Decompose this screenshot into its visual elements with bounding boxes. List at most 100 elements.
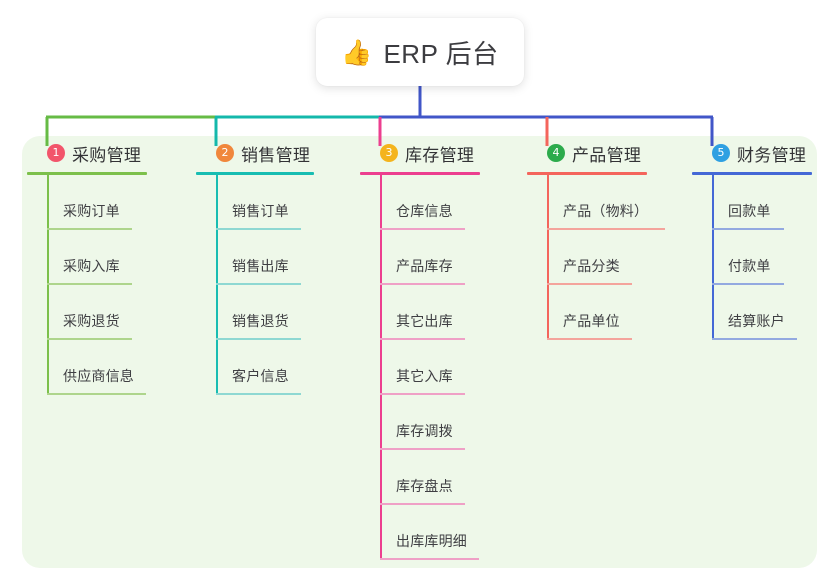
branch-item[interactable]: 采购订单 <box>47 175 147 230</box>
branch-item-rule <box>380 228 465 230</box>
branch-header-rule <box>196 172 314 175</box>
branch-item-label: 库存盘点 <box>396 478 453 494</box>
branch-item[interactable]: 结算账户 <box>712 285 812 340</box>
branch-header-5[interactable]: 5 财务管理 <box>692 136 812 170</box>
branch-item[interactable]: 仓库信息 <box>380 175 480 230</box>
thumbs-up-icon: 👍 <box>341 38 373 67</box>
branch-item-label: 销售订单 <box>232 203 289 219</box>
branch-item[interactable]: 其它出库 <box>380 285 480 340</box>
branch-number-badge: 5 <box>712 144 730 162</box>
branch-title: 采购管理 <box>72 145 142 165</box>
branch-item[interactable]: 付款单 <box>712 230 812 285</box>
branch-title: 销售管理 <box>241 145 311 165</box>
branch-item-rule <box>380 558 479 560</box>
branch-title: 产品管理 <box>572 145 642 165</box>
branch-item[interactable]: 产品（物料） <box>547 175 665 230</box>
branch-number-badge: 4 <box>547 144 565 162</box>
branch-header-4[interactable]: 4 产品管理 <box>527 136 647 170</box>
branch-item-label: 销售退货 <box>232 313 289 329</box>
branch-number-badge: 2 <box>216 144 234 162</box>
branch-item-label: 产品库存 <box>396 258 453 274</box>
branch-item[interactable]: 销售订单 <box>216 175 314 230</box>
branch-item[interactable]: 采购退货 <box>47 285 147 340</box>
branch-item-label: 其它出库 <box>396 313 453 329</box>
branch-item[interactable]: 回款单 <box>712 175 812 230</box>
branch-item-label: 产品（物料） <box>563 203 649 219</box>
branch-item[interactable]: 供应商信息 <box>47 340 147 395</box>
branch-title: 财务管理 <box>737 145 807 165</box>
branch-item-label: 其它入库 <box>396 368 453 384</box>
branch-item-label: 客户信息 <box>232 368 289 384</box>
branch-item[interactable]: 客户信息 <box>216 340 314 395</box>
branch-column-5: 5 财务管理回款单付款单结算账户 <box>692 136 812 340</box>
branch-spine <box>547 175 549 340</box>
branch-item[interactable]: 其它入库 <box>380 340 480 395</box>
branch-header-3[interactable]: 3 库存管理 <box>360 136 480 170</box>
branch-spine <box>47 175 49 395</box>
branch-item[interactable]: 库存盘点 <box>380 450 480 505</box>
root-node-erp-backend[interactable]: 👍 ERP 后台 <box>316 18 524 86</box>
branch-spine <box>380 175 382 560</box>
branch-item[interactable]: 产品单位 <box>547 285 647 340</box>
branch-spine <box>712 175 714 340</box>
branch-item[interactable]: 库存调拨 <box>380 395 480 450</box>
branch-item-label: 产品单位 <box>563 313 620 329</box>
branch-item-label: 供应商信息 <box>63 368 134 384</box>
branch-item-rule <box>380 503 465 505</box>
branch-column-2: 2 销售管理销售订单销售出库销售退货客户信息 <box>196 136 314 395</box>
branch-number-badge: 1 <box>47 144 65 162</box>
branch-item-list: 采购订单采购入库采购退货供应商信息 <box>27 175 147 395</box>
branch-item-label: 产品分类 <box>563 258 620 274</box>
branch-item-label: 采购订单 <box>63 203 120 219</box>
branch-item[interactable]: 销售退货 <box>216 285 314 340</box>
branch-item-rule <box>380 338 465 340</box>
branch-columns: 1 采购管理采购订单采购入库采购退货供应商信息 2 销售管理销售订单销售出库销售退货客… <box>0 136 839 568</box>
branch-item-rule <box>712 338 797 340</box>
branch-item-label: 回款单 <box>728 203 771 219</box>
branch-item[interactable]: 采购入库 <box>47 230 147 285</box>
branch-item-rule <box>216 283 301 285</box>
branch-column-4: 4 产品管理产品（物料） 产品分类产品单位 <box>527 136 665 340</box>
branch-item-list: 仓库信息产品库存其它出库其它入库库存调拨库存盘点出库库明细 <box>360 175 480 560</box>
branch-item-rule <box>547 338 632 340</box>
branch-item-rule <box>712 228 784 230</box>
branch-item[interactable]: 出库库明细 <box>380 505 480 560</box>
branch-item-rule <box>380 283 465 285</box>
branch-item-rule <box>47 283 132 285</box>
branch-item-label: 付款单 <box>728 258 771 274</box>
diagram-background-panel <box>22 136 817 568</box>
branch-item-rule <box>380 393 465 395</box>
branch-item-label: 库存调拨 <box>396 423 453 439</box>
branch-item-rule <box>47 338 132 340</box>
branch-item-rule <box>547 228 665 230</box>
branch-spine <box>216 175 218 395</box>
branch-title: 库存管理 <box>405 145 475 165</box>
branch-item-rule <box>380 448 465 450</box>
branch-item-rule <box>47 228 132 230</box>
branch-header-rule <box>360 172 480 175</box>
branch-item[interactable]: 产品库存 <box>380 230 480 285</box>
branch-item-label: 出库库明细 <box>396 533 467 549</box>
branch-column-3: 3 库存管理仓库信息产品库存其它出库其它入库库存调拨库存盘点出库库明细 <box>360 136 480 560</box>
branch-item-label: 采购入库 <box>63 258 120 274</box>
root-node-title: ERP 后台 <box>383 38 499 69</box>
branch-item[interactable]: 销售出库 <box>216 230 314 285</box>
branch-item-rule <box>47 393 146 395</box>
branch-column-1: 1 采购管理采购订单采购入库采购退货供应商信息 <box>27 136 147 395</box>
branch-item-rule <box>216 338 301 340</box>
branch-number-badge: 3 <box>380 144 398 162</box>
branch-item-list: 产品（物料） 产品分类产品单位 <box>527 175 665 340</box>
branch-item-rule <box>547 283 632 285</box>
branch-header-rule <box>692 172 812 175</box>
branch-header-rule <box>27 172 147 175</box>
branch-item-label: 仓库信息 <box>396 203 453 219</box>
branch-header-1[interactable]: 1 采购管理 <box>27 136 147 170</box>
branch-item-list: 回款单付款单结算账户 <box>692 175 812 340</box>
branch-item[interactable]: 产品分类 <box>547 230 647 285</box>
branch-header-rule <box>527 172 647 175</box>
branch-item-label: 销售出库 <box>232 258 289 274</box>
branch-item-rule <box>712 283 784 285</box>
branch-header-2[interactable]: 2 销售管理 <box>196 136 314 170</box>
branch-item-label: 结算账户 <box>728 313 785 329</box>
branch-item-rule <box>216 393 301 395</box>
